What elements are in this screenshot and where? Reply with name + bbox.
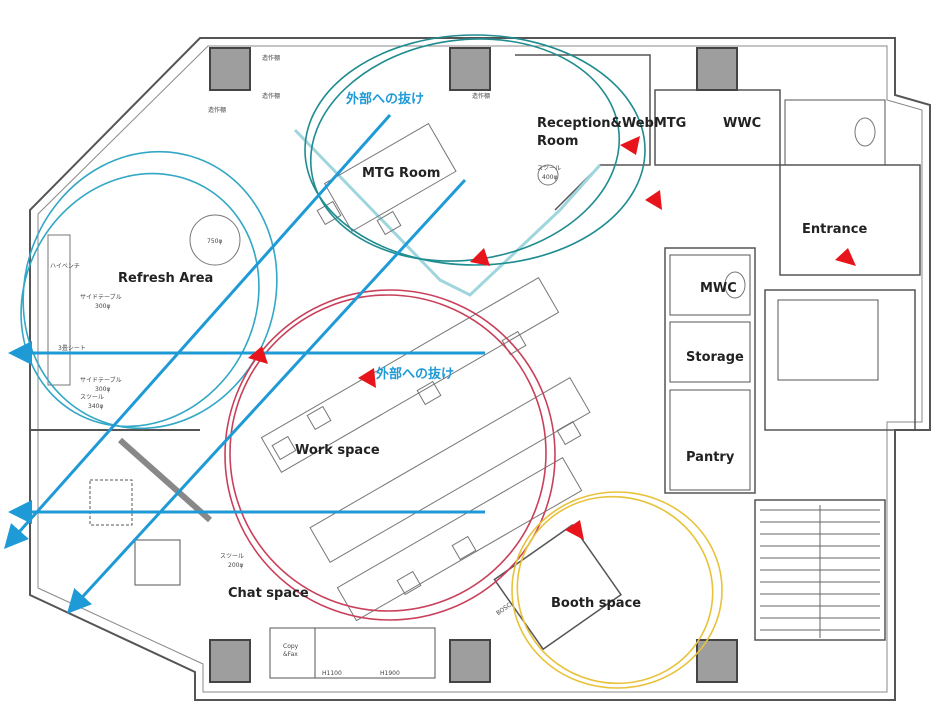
stair-treads (760, 505, 880, 638)
mwc-box (669, 254, 751, 316)
copy-label-2: &Fax (283, 651, 298, 658)
mtg-glass (293, 128, 602, 297)
columns (209, 47, 738, 683)
round-table-size: 750φ (207, 238, 222, 245)
zone-mtg-outer (304, 34, 646, 266)
stool-label: スツール (80, 394, 104, 401)
sidetable-size: 300φ (95, 386, 110, 393)
stair-box (754, 499, 886, 641)
zone-booth-outer (511, 491, 723, 689)
stool-size: 200φ (228, 562, 243, 569)
marker-mtg (470, 248, 490, 266)
stool-reception (537, 164, 559, 186)
column-3 (696, 47, 738, 91)
zone-booth-inner (516, 495, 714, 685)
label-chat: Chat space (228, 586, 309, 601)
wwc-stall (784, 99, 886, 166)
marker-booth (565, 520, 584, 540)
inner-wall (37, 45, 923, 693)
room-labels: Reception&WebMTG Room WWC MTG Room Entra… (118, 116, 867, 611)
zone-work-outer (224, 289, 556, 621)
marker-corridor (645, 190, 662, 210)
label-entrance: Entrance (802, 222, 867, 237)
stool-label: スツール (220, 553, 244, 560)
zone-refresh-outer (22, 150, 278, 430)
pantry-box (669, 389, 751, 491)
mtg-table (323, 122, 457, 232)
shelf-label: 造作棚 (262, 92, 280, 100)
label-refresh: Refresh Area (118, 271, 213, 286)
void-2 (134, 539, 181, 586)
marker-reception (620, 136, 640, 155)
shelf-label: 造作棚 (262, 54, 280, 62)
desk-row-1 (260, 276, 560, 474)
marker-work-left (248, 346, 268, 364)
counter-height: H1900 (380, 670, 400, 677)
booth-tag: BOSC (495, 602, 513, 617)
column-5 (449, 639, 491, 683)
shelf-label: 造作棚 (208, 106, 226, 114)
desk-row-2 (309, 376, 591, 564)
storage-box (669, 321, 751, 383)
sightline-2 (66, 178, 467, 614)
counter-height: H1100 (322, 670, 342, 677)
note-view-outside-top: 外部への抜け (345, 91, 424, 107)
sidetable-label: サイドテーブル (80, 376, 122, 384)
label-mtg: MTG Room (362, 166, 440, 181)
sidetable-size: 300φ (95, 303, 110, 310)
marker-entrance (835, 248, 856, 266)
diagonal-wall (118, 437, 212, 523)
tatami-label: 3畳シート (58, 345, 86, 352)
label-mwc: MWC (700, 281, 737, 296)
stool-size: 340φ (88, 403, 103, 410)
stool-label: スツール (537, 165, 561, 172)
outer-wall (29, 37, 931, 701)
stool-size: 400φ (542, 174, 557, 181)
void-1 (89, 479, 133, 526)
label-pantry: Pantry (686, 450, 735, 465)
booth-box (493, 524, 623, 651)
zone-refresh-inner (20, 172, 260, 428)
marker-work-mid (358, 368, 376, 388)
copy-label: Copy (283, 643, 299, 650)
sidetable-label: サイドテーブル (80, 293, 122, 301)
furniture (47, 117, 876, 622)
lift-shaft (764, 289, 916, 431)
label-reception-2: Room (537, 134, 578, 149)
highbench-label: ハイベンチ (50, 263, 80, 270)
column-1 (209, 47, 251, 91)
lift-inner (777, 299, 879, 381)
desk-row-3 (336, 456, 583, 622)
annotations: 外部への抜け 外部への抜け (345, 91, 454, 382)
walls (29, 37, 931, 701)
label-wwc: WWC (723, 116, 761, 131)
core-wall (664, 247, 756, 494)
note-view-outside-mid: 外部への抜け (375, 366, 454, 382)
column-4 (209, 639, 251, 683)
sightlines (4, 114, 485, 614)
round-table (189, 214, 241, 266)
copy-fax (269, 627, 316, 679)
zones (20, 34, 723, 689)
zone-work-inner (229, 294, 547, 612)
label-booth: Booth space (551, 596, 641, 611)
label-reception: Reception&WebMTG (537, 116, 686, 131)
entry-markers (248, 136, 856, 540)
label-storage: Storage (686, 350, 744, 365)
sightline-1 (4, 114, 392, 549)
shelf-label: 造作棚 (472, 92, 490, 100)
label-work: Work space (295, 443, 380, 458)
high-bench (47, 234, 71, 386)
column-2 (449, 47, 491, 91)
column-6 (696, 639, 738, 683)
